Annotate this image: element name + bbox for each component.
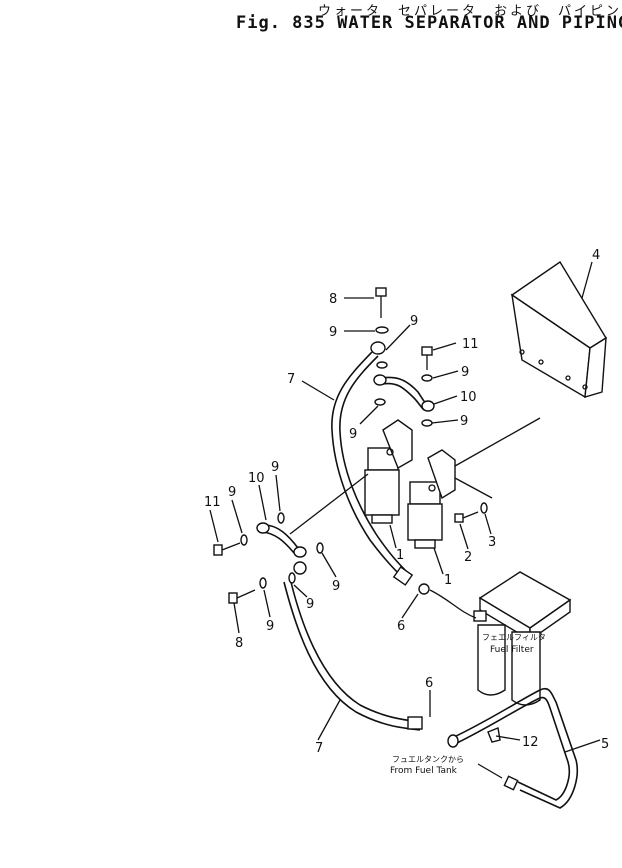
- callout-9: 9: [332, 579, 340, 594]
- callout-2: 2: [464, 550, 472, 565]
- tank-label-ja: フュエルタンクから: [392, 755, 464, 764]
- callout-1: 1: [396, 548, 404, 563]
- callout-4: 4: [592, 248, 600, 263]
- callout-10: 10: [460, 390, 477, 405]
- callout-9: 9: [266, 619, 274, 634]
- callout-9: 9: [460, 414, 468, 429]
- bolt-11-left: [213, 542, 241, 556]
- callout-9: 9: [329, 325, 337, 340]
- fuel-filter-label-en: Fuel Filter: [490, 645, 534, 655]
- callout-3: 3: [488, 535, 496, 550]
- callout-5: 5: [601, 737, 609, 752]
- water-separator-left: [364, 419, 413, 524]
- callout-7: 7: [287, 372, 295, 387]
- callout-9: 9: [410, 314, 418, 329]
- bolt-11-top: [421, 346, 433, 370]
- callout-9: 9: [349, 427, 357, 442]
- fuel-filter-label-ja: フェエルフィルタ: [482, 633, 546, 642]
- callout-10: 10: [248, 471, 265, 486]
- hose-lower: [289, 577, 421, 723]
- title-japanese: ウォータ セパレータ および パイピング: [318, 4, 622, 19]
- callout-11: 11: [204, 495, 221, 510]
- callout-9: 9: [271, 460, 279, 475]
- callout-8: 8: [235, 636, 243, 651]
- callout-11: 11: [462, 337, 479, 352]
- bolt-8-top: [375, 287, 387, 318]
- callout-8: 8: [329, 292, 337, 307]
- leader-lines: [209, 261, 601, 779]
- callout-12: 12: [522, 735, 539, 750]
- tank-label-en: From Fuel Tank: [390, 766, 458, 776]
- hose-upper: [331, 351, 406, 581]
- water-separator-right: [407, 449, 456, 549]
- callout-7: 7: [315, 741, 323, 756]
- bracket-plate: [510, 261, 607, 399]
- callout-6: 6: [397, 619, 405, 634]
- callout-9: 9: [461, 365, 469, 380]
- callout-1: 1: [444, 573, 452, 588]
- callout-6: 6: [425, 676, 433, 691]
- callout-9: 9: [228, 485, 236, 500]
- fuel-filter: [473, 571, 572, 706]
- bolt-8-bottom: [228, 589, 256, 604]
- title-english: Fig. 835 WATER SEPARATOR AND PIPING: [236, 13, 622, 33]
- callout-9: 9: [306, 597, 314, 612]
